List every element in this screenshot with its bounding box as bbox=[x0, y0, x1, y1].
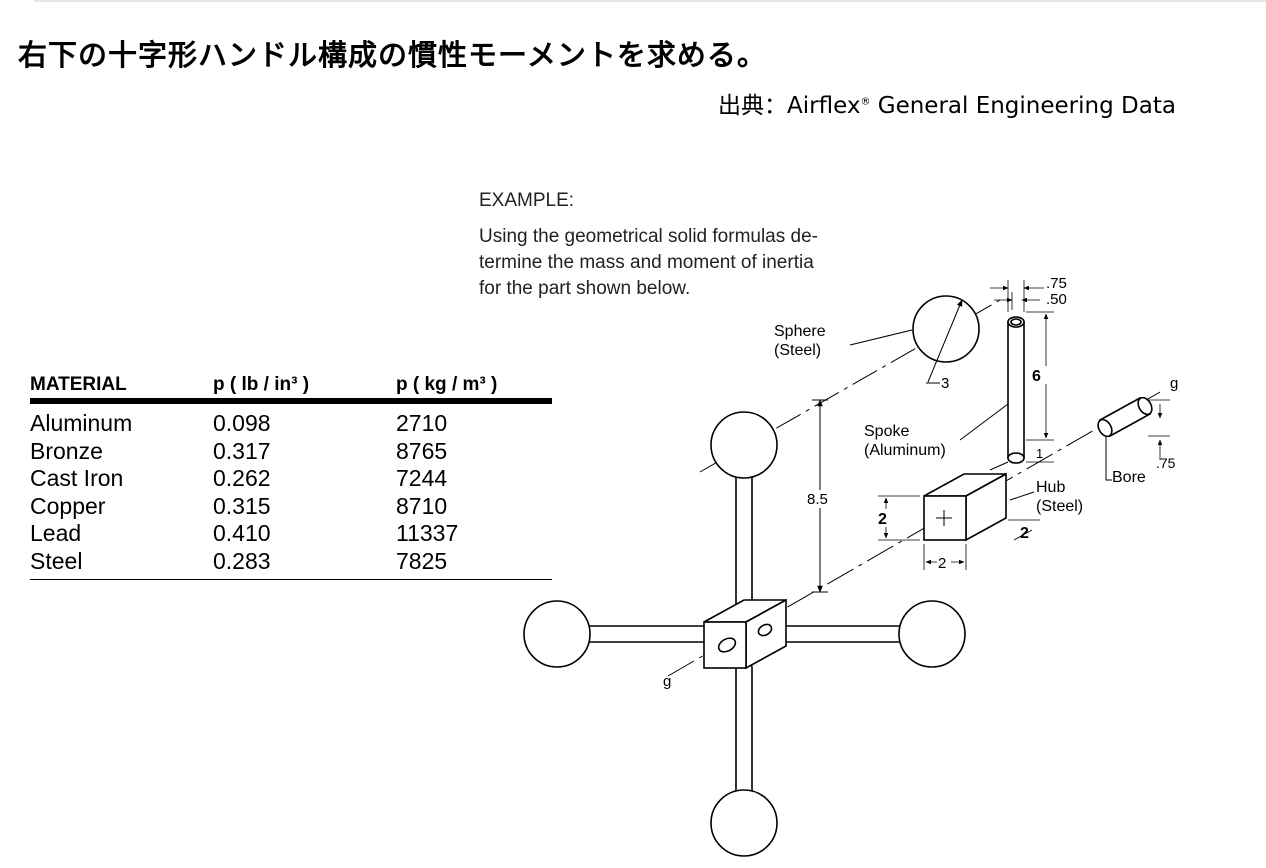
hub-width-label: 2 bbox=[938, 555, 946, 572]
table-row: Cast Iron 0.262 7244 bbox=[30, 465, 552, 493]
cell-material: Cast Iron bbox=[30, 465, 124, 492]
source-prefix: 出典： bbox=[718, 93, 787, 119]
top-divider bbox=[34, 0, 1266, 2]
cell-material: Bronze bbox=[30, 437, 103, 464]
spoke-insert-label: 1 bbox=[1036, 446, 1043, 461]
axis-label: g bbox=[663, 673, 671, 690]
example-line: termine the mass and moment of inertia bbox=[479, 252, 814, 273]
sphere-diameter-line bbox=[927, 299, 963, 383]
sphere-detail bbox=[912, 295, 980, 363]
bore-detail bbox=[1097, 396, 1153, 438]
bore-leader bbox=[1105, 436, 1112, 481]
assembly-spheres bbox=[523, 411, 966, 857]
example-line: Using the geometrical solid formulas de- bbox=[479, 226, 818, 247]
sphere-top bbox=[710, 411, 778, 479]
hub-leader bbox=[1009, 491, 1035, 501]
cell-density-imperial: 0.262 bbox=[213, 465, 271, 492]
cell-density-imperial: 0.098 bbox=[213, 410, 271, 437]
dimension-label-bg bbox=[877, 509, 893, 527]
sphere-left bbox=[523, 600, 591, 668]
example-heading: EXAMPLE: bbox=[479, 190, 575, 211]
cell-density-metric: 2710 bbox=[396, 410, 448, 437]
sphere-material: (Steel) bbox=[774, 342, 821, 359]
material-density-table: MATERIAL p ( lb / in³ ) p ( kg / m³ ) Al… bbox=[30, 370, 552, 580]
table-bottom-rule bbox=[30, 579, 552, 580]
bore-diameter-label: .75 bbox=[1156, 455, 1176, 471]
spoke-inner-diameter-label: .50 bbox=[1046, 291, 1067, 308]
cell-density-imperial: 0.317 bbox=[213, 437, 271, 464]
header-material: MATERIAL bbox=[30, 374, 127, 395]
header-density-imperial: p ( lb / in³ ) bbox=[213, 374, 310, 395]
overall-dimension-label: 8.5 bbox=[807, 491, 828, 508]
hub-height-label: 2 bbox=[878, 511, 887, 528]
hub-connector bbox=[989, 461, 1009, 471]
dimension-label-bg bbox=[1038, 366, 1054, 384]
spoke-detail bbox=[1007, 316, 1025, 464]
hub-material: (Steel) bbox=[1036, 498, 1083, 515]
hub-detail bbox=[923, 472, 1007, 542]
hub-label: Hub bbox=[1036, 479, 1065, 496]
source-brand: Airflex bbox=[787, 93, 861, 119]
table-header: MATERIAL p ( lb / in³ ) p ( kg / m³ ) bbox=[30, 370, 552, 404]
cell-density-metric: 8765 bbox=[396, 437, 448, 464]
source-credit: 出典：Airflex® General Engineering Data bbox=[718, 86, 1176, 120]
cell-material: Aluminum bbox=[30, 410, 133, 437]
source-rest: General Engineering Data bbox=[870, 93, 1176, 119]
spoke-material: (Aluminum) bbox=[864, 442, 946, 459]
table-row: Bronze 0.317 8765 bbox=[30, 438, 552, 466]
table-row: Aluminum 0.098 2710 bbox=[30, 410, 552, 438]
table-row: Lead 0.410 11337 bbox=[30, 520, 552, 548]
spoke-length-label: 6 bbox=[1032, 368, 1041, 385]
header-density-metric: p ( kg / m³ ) bbox=[396, 374, 498, 395]
sphere-bottom bbox=[710, 789, 778, 857]
bore-label: Bore bbox=[1112, 469, 1146, 486]
cell-density-imperial: 0.283 bbox=[213, 547, 271, 574]
assembly-hub bbox=[703, 598, 787, 670]
table-row: Copper 0.315 8710 bbox=[30, 493, 552, 521]
sphere-diameter-label: 3 bbox=[941, 375, 949, 392]
cell-density-metric: 11337 bbox=[396, 520, 459, 547]
axis-label: g bbox=[1170, 375, 1178, 392]
cell-material: Steel bbox=[30, 547, 83, 574]
cell-density-metric: 7825 bbox=[396, 547, 448, 574]
spoke-outer-diameter-label: .75 bbox=[1046, 275, 1067, 292]
spoke-leader bbox=[959, 403, 1009, 441]
cell-density-imperial: 0.410 bbox=[213, 520, 271, 547]
example-line: for the part shown below. bbox=[479, 278, 691, 299]
sphere-right bbox=[898, 600, 966, 668]
example-block: EXAMPLE: Using the geometrical solid for… bbox=[479, 190, 818, 302]
table-row: Steel 0.283 7825 bbox=[30, 548, 552, 576]
dimension-label-bg bbox=[806, 490, 832, 508]
cell-material: Copper bbox=[30, 492, 106, 519]
page-title: 右下の十字形ハンドル構成の慣性モーメントを求める。 bbox=[18, 38, 767, 72]
sphere-label: Sphere bbox=[774, 323, 826, 340]
hub-depth-label: 2 bbox=[1020, 525, 1029, 542]
cell-material: Lead bbox=[30, 520, 82, 547]
dimension-label-bg bbox=[937, 554, 951, 570]
table-body: Aluminum 0.098 2710 Bronze 0.317 8765 Ca… bbox=[30, 404, 552, 575]
spoke-label: Spoke bbox=[864, 423, 909, 440]
hub-depth-dimension bbox=[1013, 529, 1033, 541]
cell-density-metric: 7244 bbox=[396, 465, 448, 492]
sphere-leader bbox=[849, 329, 913, 346]
cell-density-metric: 8710 bbox=[396, 492, 448, 519]
registered-mark: ® bbox=[860, 96, 871, 108]
cell-density-imperial: 0.315 bbox=[213, 492, 271, 519]
